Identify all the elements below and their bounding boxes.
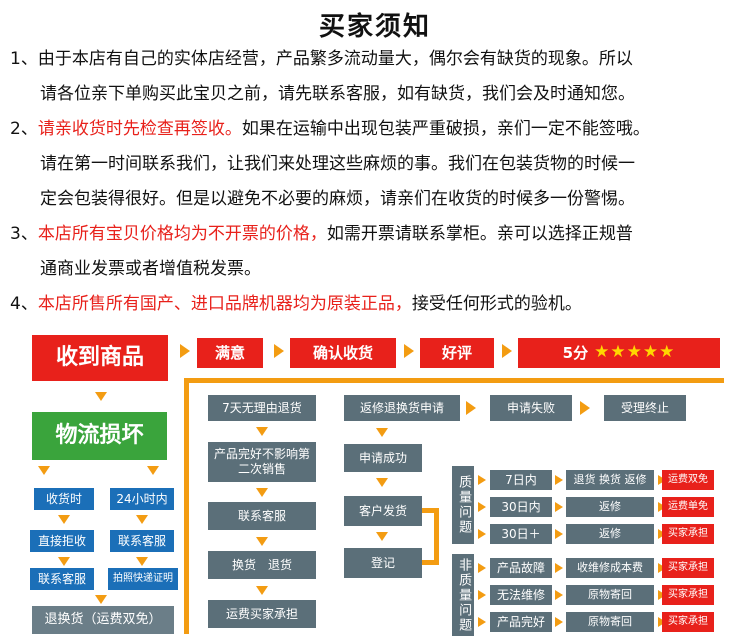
non-quality-row-shipping: 买家承担	[662, 612, 714, 632]
confirm-receipt-box: 确认收货	[290, 338, 396, 368]
arrow-down-icon	[147, 466, 159, 475]
non-quality-row-shipping: 买家承担	[662, 585, 714, 605]
repair-request-box: 返修退换货申请	[344, 395, 460, 421]
processing-ended-box: 受理终止	[604, 395, 686, 421]
non-quality-row-shipping: 买家承担	[662, 558, 714, 578]
request-failed-box: 申请失败	[490, 395, 572, 421]
non-quality-row-condition: 产品故障	[490, 558, 552, 578]
arrow-icon	[180, 344, 190, 358]
arrow-down-icon	[256, 427, 268, 436]
received-goods-box: 收到商品	[32, 335, 168, 381]
within-24h-box: 24小时内	[110, 488, 174, 510]
connector-line	[422, 508, 434, 513]
arrow-down-icon	[256, 586, 268, 595]
arrow-icon	[580, 401, 590, 415]
non-quality-row-action: 收维修成本费	[566, 558, 654, 578]
refuse-directly-box: 直接拒收	[30, 530, 94, 552]
non-quality-row-action: 原物寄回	[566, 612, 654, 632]
note-4: 4、本店所售所有国产、进口品牌机器均为原装正品，接受任何形式的验机。	[10, 294, 582, 314]
arrow-down-icon	[376, 478, 388, 487]
arrow-icon	[478, 617, 486, 627]
quality-row-shipping: 买家承担	[662, 524, 714, 544]
arrow-icon	[478, 502, 486, 512]
quality-row-shipping: 运费单免	[662, 497, 714, 517]
arrow-down-icon	[376, 428, 388, 437]
on-receipt-box: 收货时	[34, 488, 94, 510]
contact-service-box: 联系客服	[30, 568, 94, 590]
non-quality-issue-label: 非质量问题	[452, 554, 474, 636]
arrow-icon	[478, 590, 486, 600]
note-2: 2、请亲收货时先检查再签收。如果在运输中出现包装严重破损，亲们一定不能签哦。 请…	[10, 119, 650, 209]
arrow-down-icon	[58, 557, 70, 566]
five-star-box: 5分★★★★★	[518, 338, 720, 368]
connector-line	[434, 508, 439, 565]
register-box: 登记	[344, 548, 422, 578]
product-intact-box: 产品完好不影响第二次销售	[208, 442, 316, 482]
contact-service-box: 联系客服	[208, 502, 316, 530]
customer-ship-box: 客户发货	[344, 496, 422, 526]
quality-row-condition: 7日内	[490, 470, 552, 490]
arrow-icon	[404, 344, 414, 358]
satisfied-box: 满意	[197, 338, 263, 368]
arrow-icon	[502, 344, 512, 358]
arrow-icon	[478, 529, 486, 539]
arrow-down-icon	[376, 532, 388, 541]
buyer-pays-shipping-box: 运费买家承担	[208, 600, 316, 628]
arrow-down-icon	[95, 595, 107, 604]
page-title: 买家须知	[318, 12, 431, 42]
quality-issue-label: 质量问题	[452, 466, 474, 544]
arrow-down-icon	[136, 515, 148, 524]
good-review-box: 好评	[420, 338, 494, 368]
logistics-damage-box: 物流损坏	[32, 412, 167, 460]
quality-row-shipping: 运费双免	[662, 470, 714, 490]
quality-row-condition: 30日内	[490, 497, 552, 517]
return-exchange-box: 退换货（运费双免）	[32, 606, 174, 634]
seven-day-return-box: 7天无理由退货	[208, 395, 316, 421]
quality-row-action: 退货 换货 返修	[566, 470, 654, 490]
note-1: 1、由于本店有自己的实体店经营，产品繁多流动量大，偶尔会有缺货的现象。所以 请各…	[10, 49, 635, 104]
arrow-icon	[478, 475, 486, 485]
connector-line	[422, 560, 434, 565]
arrow-icon	[466, 401, 476, 415]
arrow-down-icon	[95, 392, 107, 401]
arrow-down-icon	[38, 466, 50, 475]
non-quality-row-condition: 产品完好	[490, 612, 552, 632]
arrow-icon	[478, 563, 486, 573]
arrow-icon	[555, 617, 563, 627]
arrow-down-icon	[58, 515, 70, 524]
arrow-icon	[555, 475, 563, 485]
star-rating-icon: ★★★★★	[594, 342, 676, 363]
arrow-icon	[555, 590, 563, 600]
arrow-icon	[555, 529, 563, 539]
non-quality-row-action: 原物寄回	[566, 585, 654, 605]
contact-service-box: 联系客服	[110, 530, 174, 552]
note-3: 3、本店所有宝贝价格均为不开票的价格，如需开票请联系掌柜。亲可以选择正规普 通商…	[10, 224, 633, 279]
quality-row-action: 返修	[566, 524, 654, 544]
arrow-down-icon	[256, 488, 268, 497]
request-success-box: 申请成功	[344, 444, 422, 472]
non-quality-row-condition: 无法维修	[490, 585, 552, 605]
quality-row-condition: 30日＋	[490, 524, 552, 544]
arrow-down-icon	[256, 537, 268, 546]
arrow-icon	[274, 344, 284, 358]
arrow-icon	[555, 502, 563, 512]
arrow-down-icon	[136, 557, 148, 566]
quality-row-action: 返修	[566, 497, 654, 517]
exchange-return-box: 换货 退货	[208, 551, 316, 579]
connector-line	[184, 378, 189, 634]
arrow-icon	[555, 563, 563, 573]
connector-line	[184, 378, 724, 383]
photo-proof-box: 拍照快递证明	[108, 568, 178, 590]
